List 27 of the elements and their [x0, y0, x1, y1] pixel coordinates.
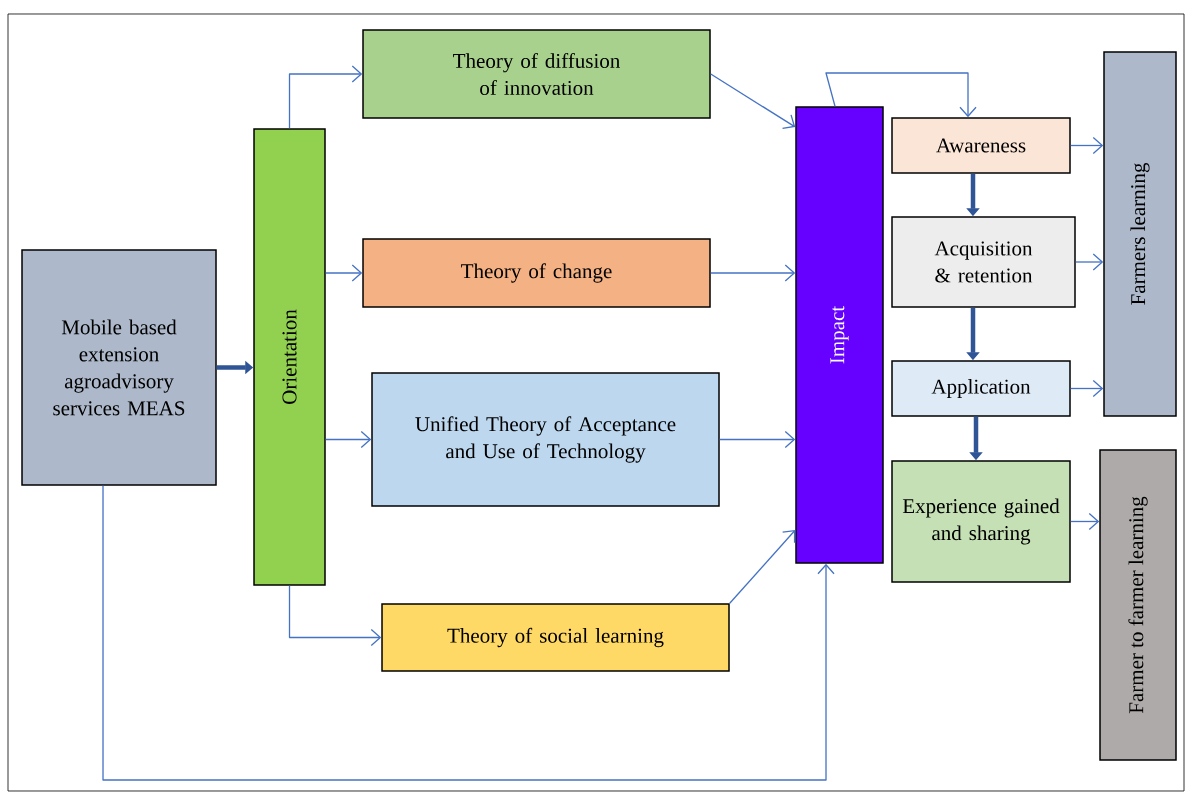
outcome-bar: Farmer to farmer learning — [1099, 449, 1177, 761]
arrow — [325, 430, 372, 449]
outcome-bar: Farmers learning — [1103, 51, 1177, 417]
arrow — [710, 264, 796, 282]
stage-box: Experience gained and sharing — [891, 460, 1071, 583]
arrow — [1070, 379, 1104, 398]
orientation-bar: Orientation — [253, 128, 326, 586]
arrow — [719, 430, 796, 449]
stage-box: Application — [891, 360, 1071, 417]
arrow — [1075, 253, 1104, 271]
theory-box: Theory of diffusion of innovation — [362, 29, 711, 119]
source-box: Mobile based extension agroadvisory services MEAS — [21, 249, 217, 486]
arrow — [325, 264, 363, 282]
arrow — [288, 65, 363, 129]
arrow — [288, 585, 382, 647]
impact-bar: Impact — [795, 106, 884, 564]
arrow — [710, 73, 796, 130]
theory-box: Theory of social learning — [381, 603, 730, 672]
theory-box: Unified Theory of Acceptance and Use of Technology — [371, 372, 720, 507]
stage-box: Acquisition & retention — [891, 216, 1076, 308]
arrow — [825, 72, 977, 118]
arrow — [102, 485, 835, 781]
arrow — [1070, 512, 1100, 531]
stage-box: Awareness — [891, 117, 1071, 174]
arrow — [729, 530, 796, 604]
theory-box: Theory of change — [362, 238, 711, 308]
arrow — [1070, 136, 1104, 155]
